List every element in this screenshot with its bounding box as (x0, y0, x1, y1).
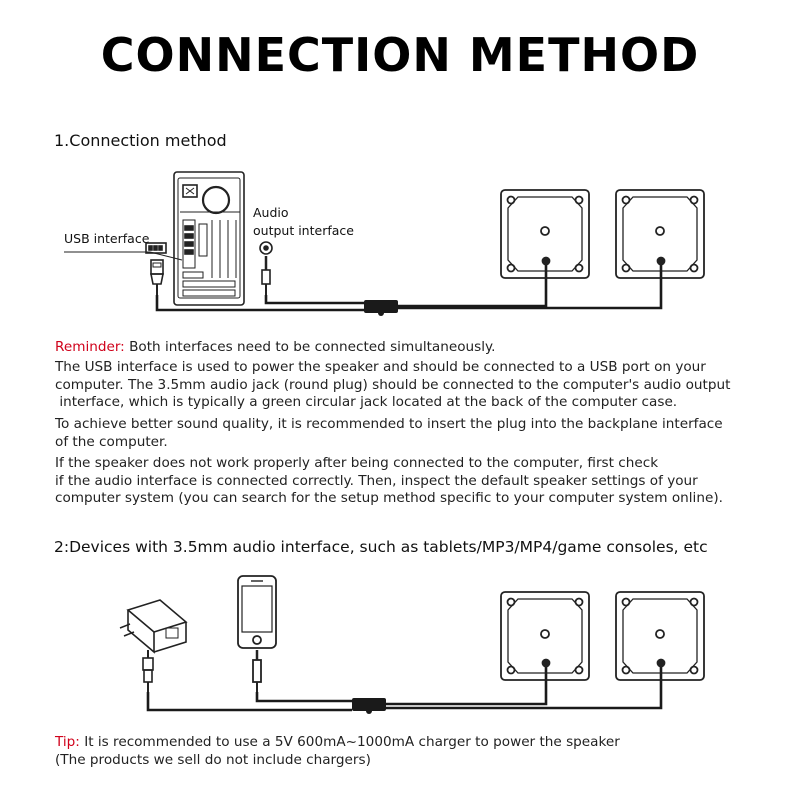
section1-heading: 1.Connection method (54, 131, 227, 150)
paragraph-line: of the computer. (55, 433, 168, 450)
reminder-prefix: Reminder: (55, 339, 125, 355)
paragraph-line: If the speaker does not work properly af… (55, 455, 659, 471)
paragraph-line: To achieve better sound quality, it is r… (55, 416, 723, 432)
reminder-text: Both interfaces need to be connected sim… (124, 339, 496, 355)
speaker-icon (615, 189, 705, 279)
usb-plug-icon (145, 242, 167, 295)
paragraph-usb-audio: The USB interface is used to power the s… (55, 359, 775, 412)
tip-note: (The products we sell do not include cha… (55, 751, 371, 768)
paragraph-line: computer. The 3.5mm audio jack (round pl… (55, 376, 731, 393)
tip-prefix: Tip: (55, 734, 80, 750)
page-title: CONNECTION METHOD (100, 28, 700, 82)
tip-text: It is recommended to use a 5V 600mA~1000… (79, 734, 620, 750)
cable-splitter (364, 300, 398, 313)
diagram-computer-connection: USB interface Audio output interface (64, 171, 705, 316)
paragraph-sound-quality: To achieve better sound quality, it is r… (55, 416, 775, 451)
reminder-line: Reminder: Both interfaces need to be con… (55, 339, 775, 357)
paragraph-line: if the audio interface is connected corr… (55, 472, 698, 489)
section2-heading: 2:Devices with 3.5mm audio interface, su… (54, 538, 708, 556)
audio-jack-icon (259, 241, 273, 295)
audio-label-line2: output interface (253, 223, 354, 238)
smartphone-icon (237, 575, 277, 692)
speaker-icon (500, 591, 590, 681)
audio-label-line1: Audio (253, 205, 289, 220)
paragraph-troubleshoot: If the speaker does not work properly af… (55, 455, 775, 508)
paragraph-line: The USB interface is used to power the s… (55, 359, 706, 375)
cable-splitter (352, 698, 386, 711)
computer-tower-icon (173, 171, 245, 306)
cable-lines (146, 666, 663, 712)
paragraph-line: interface, which is typically a green ci… (55, 394, 678, 410)
speaker-icon (500, 189, 590, 279)
usb-interface-label: USB interface (64, 231, 150, 246)
cable-lines (155, 260, 663, 312)
paragraph-line: computer system (you can search for the … (55, 490, 723, 506)
speaker-icon (615, 591, 705, 681)
diagram-device-connection (119, 575, 705, 714)
charger-adapter-icon (119, 599, 188, 692)
tip-block: Tip: It is recommended to use a 5V 600mA… (55, 734, 775, 769)
